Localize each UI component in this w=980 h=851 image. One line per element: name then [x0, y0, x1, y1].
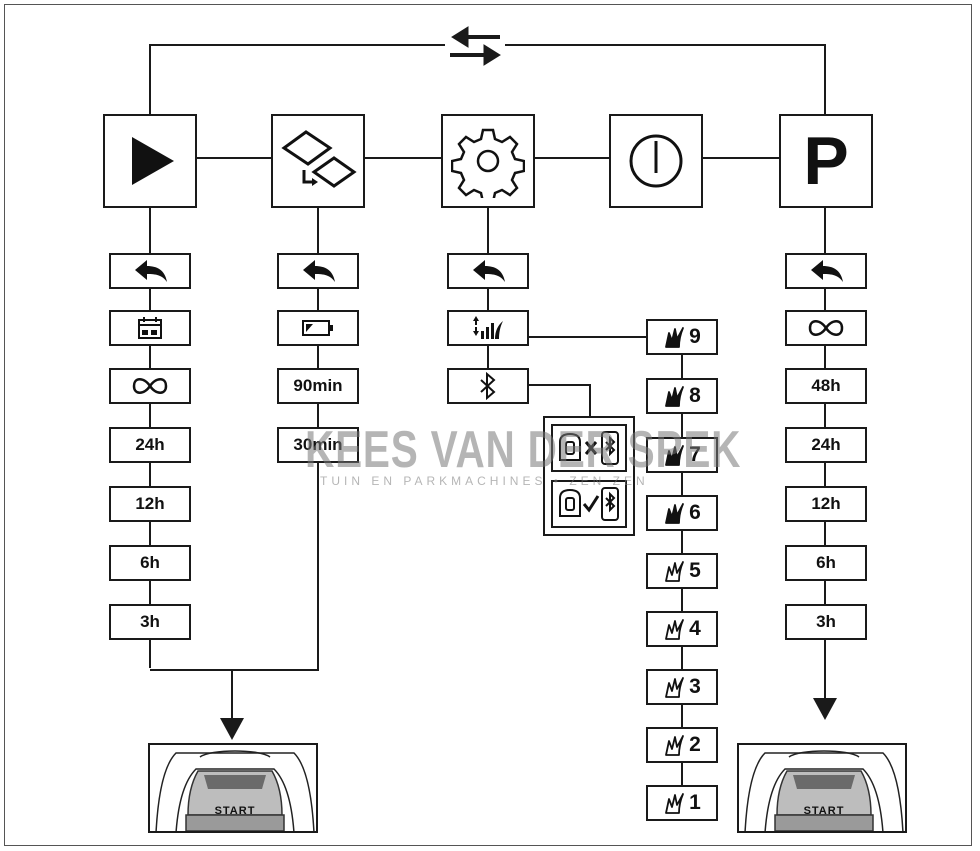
bluetooth-pairing-panel [543, 416, 635, 536]
height-level-label: 5 [689, 559, 701, 582]
bluetooth-icon [480, 372, 496, 400]
option-label: 6h [140, 553, 160, 572]
option-label: 90min [293, 376, 343, 395]
grass-height-icon [665, 327, 685, 348]
height-level-1[interactable]: 1 [646, 785, 718, 821]
height-level-label: 2 [689, 733, 701, 756]
back-arrow-icon [473, 260, 505, 282]
play-option-24h[interactable]: 24h [109, 427, 191, 463]
park-button[interactable]: P [779, 114, 873, 208]
height-level-label: 9 [689, 325, 701, 348]
play-button[interactable] [103, 114, 197, 208]
grass-height-icon [665, 677, 685, 698]
park-option-48h[interactable]: 48h [785, 368, 867, 404]
diagram-frame [4, 4, 972, 846]
calendar-icon [138, 317, 162, 339]
grass-height-icon [665, 445, 685, 466]
start-label: START [803, 805, 845, 817]
height-level-label: 6 [689, 501, 701, 524]
infinity-icon [132, 378, 168, 394]
mower-control-panel-icon [744, 750, 904, 831]
watermark-tagline: TUIN EN PARKMACHINES • ZEN ZEN [320, 474, 649, 488]
grass-height-icon [665, 561, 685, 582]
height-level-label: 8 [689, 384, 701, 407]
height-level-9[interactable]: 9 [646, 319, 718, 355]
play-option-12h[interactable]: 12h [109, 486, 191, 522]
mower-control-panel-icon [155, 750, 315, 831]
option-label: 12h [135, 494, 165, 513]
bluetooth-button[interactable] [447, 368, 529, 404]
height-level-5[interactable]: 5 [646, 553, 718, 589]
pairing-connected [551, 480, 627, 528]
height-level-7[interactable]: 7 [646, 437, 718, 473]
mower-start-panel-right: START [737, 743, 907, 833]
infinity-icon [808, 320, 844, 336]
option-label: 6h [816, 553, 836, 572]
grass-height-icon [665, 735, 685, 756]
height-level-6[interactable]: 6 [646, 495, 718, 531]
park-option-24h[interactable]: 24h [785, 427, 867, 463]
settings-gear-icon [451, 128, 525, 198]
back-button[interactable] [447, 253, 529, 289]
back-arrow-icon [811, 260, 843, 282]
back-arrow-icon [135, 260, 167, 282]
cutting-height-button[interactable] [447, 310, 529, 346]
power-icon [629, 134, 683, 188]
option-label: 12h [811, 494, 841, 513]
grass-height-icon [665, 619, 685, 640]
battery-low-icon [302, 320, 333, 336]
area-option-30min[interactable]: 30min [277, 427, 359, 463]
grass-height-icon [665, 503, 685, 524]
height-level-8[interactable]: 8 [646, 378, 718, 414]
area-switch-icon [281, 130, 357, 188]
back-button[interactable] [277, 253, 359, 289]
height-level-label: 3 [689, 675, 701, 698]
play-option-6h[interactable]: 6h [109, 545, 191, 581]
height-level-2[interactable]: 2 [646, 727, 718, 763]
option-label: 48h [811, 376, 841, 395]
height-level-label: 4 [689, 617, 701, 640]
settings-button[interactable] [441, 114, 535, 208]
park-option-6h[interactable]: 6h [785, 545, 867, 581]
park-label: P [803, 123, 849, 199]
area-option-90min[interactable]: 90min [277, 368, 359, 404]
option-label: 30min [293, 435, 343, 454]
pairing-disconnected [551, 424, 627, 472]
height-level-3[interactable]: 3 [646, 669, 718, 705]
back-button[interactable] [109, 253, 191, 289]
grass-height-icon [665, 386, 685, 407]
infinite-button[interactable] [109, 368, 191, 404]
back-button[interactable] [785, 253, 867, 289]
play-option-3h[interactable]: 3h [109, 604, 191, 640]
mower-start-panel-left: START [148, 743, 318, 833]
height-level-4[interactable]: 4 [646, 611, 718, 647]
option-label: 3h [816, 612, 836, 631]
cutting-height-icon [473, 316, 503, 339]
schedule-calendar-button[interactable] [109, 310, 191, 346]
infinite-button[interactable] [785, 310, 867, 346]
play-icon [132, 137, 174, 185]
back-arrow-icon [303, 260, 335, 282]
power-button[interactable] [609, 114, 703, 208]
battery-button[interactable] [277, 310, 359, 346]
area-switch-button[interactable] [271, 114, 365, 208]
option-label: 3h [140, 612, 160, 631]
start-label: START [214, 805, 256, 817]
watermark-brand: KEES VAN DER SPEK [305, 421, 742, 479]
mower-phone-disconnected-icon [559, 431, 619, 465]
height-level-label: 7 [689, 443, 701, 466]
mower-phone-connected-icon [559, 487, 619, 521]
grass-height-icon [665, 793, 685, 814]
option-label: 24h [811, 435, 841, 454]
park-option-12h[interactable]: 12h [785, 486, 867, 522]
height-level-label: 1 [689, 791, 701, 814]
park-option-3h[interactable]: 3h [785, 604, 867, 640]
option-label: 24h [135, 435, 165, 454]
